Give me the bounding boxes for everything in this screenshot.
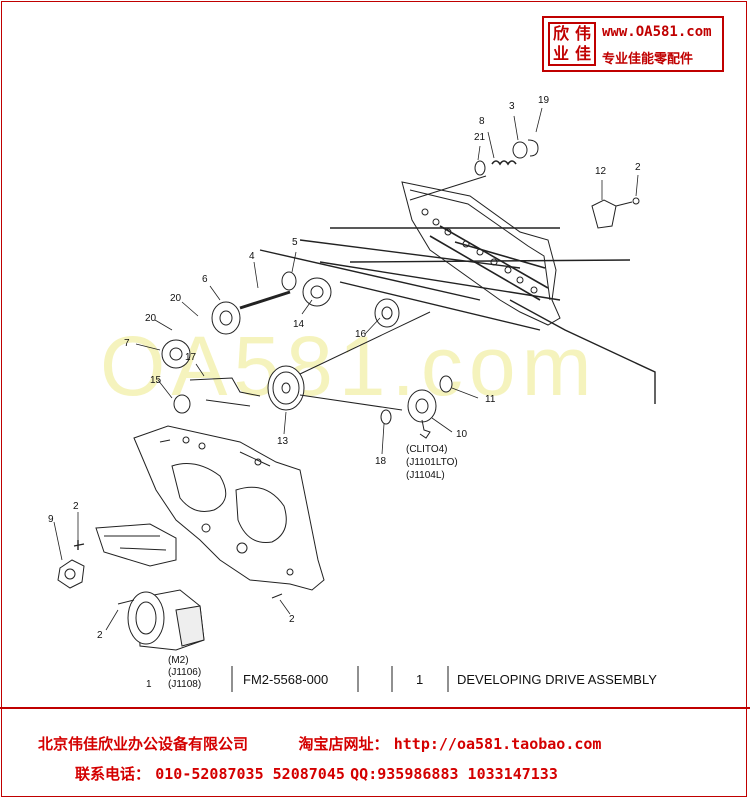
motor-m2 (117, 589, 283, 651)
footer-divider (0, 707, 750, 709)
exploded-diagram (53, 107, 656, 651)
callout-7: 7 (124, 338, 130, 349)
contact-label: 联系电话： (75, 765, 151, 783)
shop-url-link[interactable]: http://oa581.taobao.com (393, 735, 602, 753)
callout-20-lower: 20 (145, 313, 157, 324)
part-quantity: 1 (416, 672, 424, 687)
callout-3: 3 (509, 101, 515, 112)
callout-15: 15 (150, 375, 162, 386)
callout-17: 17 (185, 352, 197, 363)
callout-13: 13 (277, 436, 289, 447)
connector-label-clutch: (J1101LTO) (406, 457, 458, 468)
connector-label-motor: (J1106) (168, 667, 202, 678)
gear-parts (161, 271, 453, 439)
connector-label-clutch: (CLITO4) (406, 444, 448, 455)
logo-url: www.OA581.com (602, 24, 712, 40)
leader-lines (53, 107, 639, 631)
logo-tagline: 专业佳能零配件 (602, 52, 694, 67)
connector-label-motor: (J1108) (168, 679, 202, 690)
callout-20-upper: 20 (170, 293, 182, 304)
callout-19: 19 (538, 95, 550, 106)
callout-10: 10 (456, 429, 468, 440)
connector-label-clutch: (J1104L) (406, 470, 445, 481)
callout-2-motor: 2 (97, 630, 103, 641)
callout-8: 8 (479, 116, 485, 127)
top-springs (409, 139, 539, 201)
logo-mark: 欣 伟 业 佳 (548, 22, 596, 66)
logo-char: 佳 (574, 44, 591, 63)
callout-1: 1 (146, 679, 152, 690)
callout-21: 21 (474, 132, 486, 143)
callout-4: 4 (249, 251, 255, 262)
callout-5: 5 (292, 237, 298, 248)
logo-char: 伟 (574, 24, 591, 43)
callout-12: 12 (595, 166, 607, 177)
logo-char: 欣 (552, 24, 569, 43)
part-description: DEVELOPING DRIVE ASSEMBLY (457, 672, 657, 687)
qq-numbers: 935986883 1033147133 (377, 765, 558, 783)
upper-frame-plate (401, 181, 561, 326)
callout-2-bottom: 2 (289, 614, 295, 625)
shop-label: 淘宝店网址： (298, 735, 389, 753)
callout-14: 14 (293, 319, 305, 330)
callout-16: 16 (355, 329, 367, 340)
connector-label-motor: (M2) (168, 655, 189, 666)
part-number: FM2-5568-000 (243, 672, 329, 687)
callout-2-left: 2 (73, 501, 79, 512)
left-bracket (57, 523, 177, 589)
callout-2-top: 2 (635, 162, 641, 173)
company-name: 北京伟佳欣业办公设备有限公司 (38, 735, 249, 753)
lower-frame-plate (133, 425, 325, 591)
shafts (259, 227, 656, 404)
footer-company-line: 北京伟佳欣业办公设备有限公司 淘宝店网址： http://oa581.taoba… (38, 733, 601, 754)
qq-label: QQ: (350, 765, 378, 783)
callout-6: 6 (202, 274, 208, 285)
info-row-separators (231, 666, 449, 692)
footer-contact-line: 联系电话： 010-52087035 52087045 QQ:935986883… (75, 763, 558, 784)
callout-18: 18 (375, 456, 387, 467)
phone-numbers: 010-52087035 52087045 (155, 765, 345, 783)
callout-9: 9 (48, 514, 54, 525)
callout-11: 11 (485, 394, 496, 405)
brand-logo: 欣 伟 业 佳 www.OA581.com 专业佳能零配件 (542, 16, 724, 72)
logo-char: 业 (552, 44, 569, 63)
bracket-12 (591, 197, 640, 229)
